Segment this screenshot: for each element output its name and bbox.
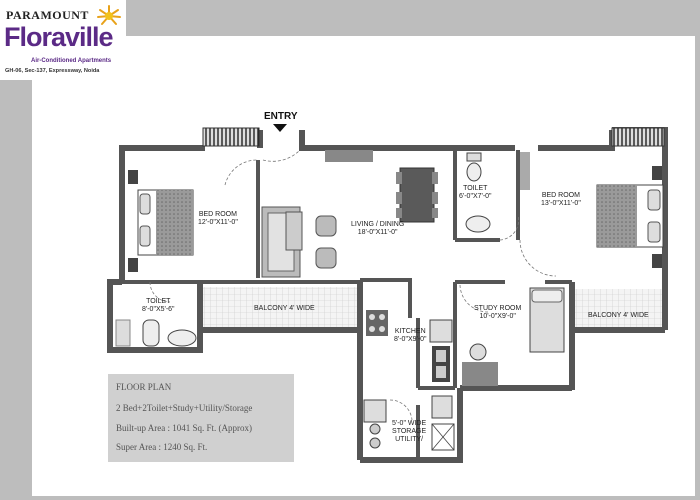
wardrobe-icon: [520, 152, 530, 190]
wc-tank: [466, 152, 482, 162]
room-label-balcony-right: BALCONY 4' WIDE: [588, 312, 649, 319]
utility-sink-icon: [431, 395, 453, 419]
info-built-up: Built-up Area : 1041 Sq. Ft. (Approx): [116, 423, 252, 433]
floor-plan-info-box: FLOOR PLAN 2 Bed+2Toilet+Study+Utility/S…: [108, 374, 294, 462]
side-table-icon: [128, 258, 138, 272]
entry-label: ENTRY: [264, 111, 298, 122]
wc-icon: [466, 162, 482, 182]
bed-right-blanket: [597, 185, 637, 247]
fridge-icon: [429, 319, 453, 343]
console-unit-icon: [325, 150, 373, 162]
washbasin-icon: [167, 329, 197, 347]
side-table-icon: [652, 254, 662, 268]
dining-chair-icon: [396, 172, 402, 184]
washing-machine-icon: [363, 399, 387, 423]
brand-logo: PARAMOUNT Floraville Air-Conditioned Apa…: [0, 0, 126, 80]
shower-area: [115, 319, 131, 347]
utility-tank-icon: [369, 437, 381, 449]
side-table-icon: [128, 170, 138, 184]
sun-flower-icon: [97, 5, 121, 25]
dining-table-icon: [399, 167, 435, 223]
wc-icon: [142, 319, 160, 347]
dining-chair-icon: [432, 192, 438, 204]
pillow-icon: [647, 189, 661, 211]
brand-top-text: PARAMOUNT: [6, 8, 89, 22]
washbasin-icon: [465, 215, 491, 233]
brand-address: GH-06, Sec-137, Expressway, Noida: [5, 68, 100, 74]
armchair-icon: [315, 247, 337, 269]
entry-arrow-icon: [273, 124, 287, 132]
window-vent-right: [611, 127, 665, 147]
brand-subtitle: Air-Conditioned Apartments: [31, 58, 112, 64]
info-heading: FLOOR PLAN: [116, 382, 172, 392]
dining-chair-icon: [432, 208, 438, 218]
dining-chair-icon: [396, 192, 402, 204]
balcony-left-floor: [202, 287, 357, 330]
tv-unit-icon: [285, 211, 303, 251]
info-config: 2 Bed+2Toilet+Study+Utility/Storage: [116, 403, 253, 413]
bed-left-blanket: [156, 190, 193, 255]
pillow-icon: [139, 193, 151, 215]
room-label-balcony-left: BALCONY 4' WIDE: [254, 305, 315, 312]
pillow-icon: [139, 225, 151, 247]
armchair-icon: [315, 215, 337, 237]
window-vent-left: [202, 127, 260, 147]
pillow-icon: [647, 221, 661, 243]
balcony-right-floor: [572, 289, 664, 331]
hob-icon: [366, 310, 388, 336]
dining-chair-icon: [396, 208, 402, 218]
utility-tank-icon: [369, 423, 381, 435]
study-desk-icon: [462, 362, 498, 386]
info-super-area: Super Area : 1240 Sq. Ft.: [116, 442, 208, 452]
dining-chair-icon: [432, 172, 438, 184]
study-chair-icon: [469, 343, 487, 361]
brand-name: Floraville: [4, 22, 114, 52]
side-table-icon: [652, 166, 662, 180]
pillow-icon: [531, 289, 563, 303]
